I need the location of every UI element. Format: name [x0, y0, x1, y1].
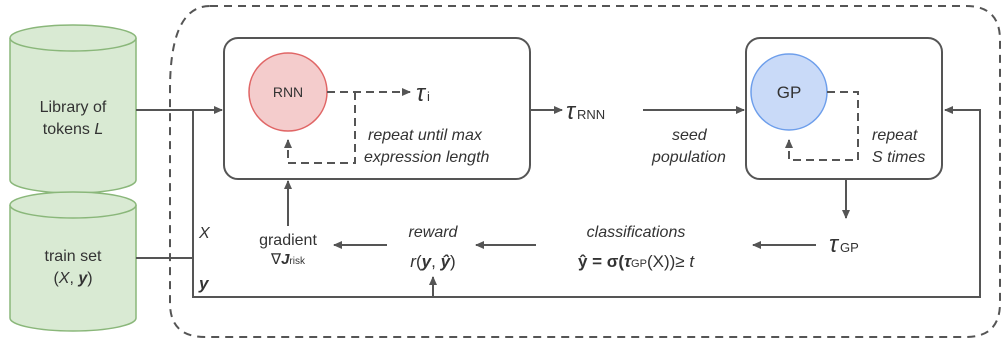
seed-label-line2: population — [651, 149, 726, 166]
outer-dashed-frame — [169, 5, 1001, 338]
gp-loop-note-line2: S times — [872, 149, 925, 166]
y-label: y — [198, 274, 210, 293]
rnn-node-label: RNN — [273, 84, 303, 100]
rnn-loop-note-line1: repeat until max — [368, 127, 483, 144]
gp-node-label: GP — [777, 83, 802, 102]
x-connector-line — [136, 110, 194, 259]
library-label-line2: tokens L — [43, 121, 104, 138]
x-label: X — [198, 225, 211, 242]
reward-formula: r(y, ŷ) — [410, 252, 455, 271]
reward-label: reward — [409, 224, 459, 241]
y-feedback-line — [192, 106, 981, 298]
classifications-label: classifications — [587, 224, 686, 241]
rnn-loop-arrow — [284, 92, 356, 164]
library-cylinder: Library of tokens L — [9, 24, 137, 194]
gp-loop-arrow — [785, 91, 859, 161]
rnn-loop-note-line2: expression length — [364, 149, 490, 166]
gp-loop-note-line1: repeat — [872, 127, 918, 144]
seed-label-line1: seed — [672, 127, 708, 144]
train-set-label-line2: (X, y) — [53, 270, 92, 287]
train-set-cylinder: train set (X, y) — [9, 191, 137, 332]
classification-formula: ŷ = σ(τGP(X))≥ t — [578, 252, 695, 271]
gradient-formula: ∇Jrisk — [270, 251, 306, 268]
library-label-line1: Library of — [40, 99, 107, 116]
gradient-label: gradient — [259, 232, 317, 249]
train-set-label-line1: train set — [45, 248, 102, 265]
